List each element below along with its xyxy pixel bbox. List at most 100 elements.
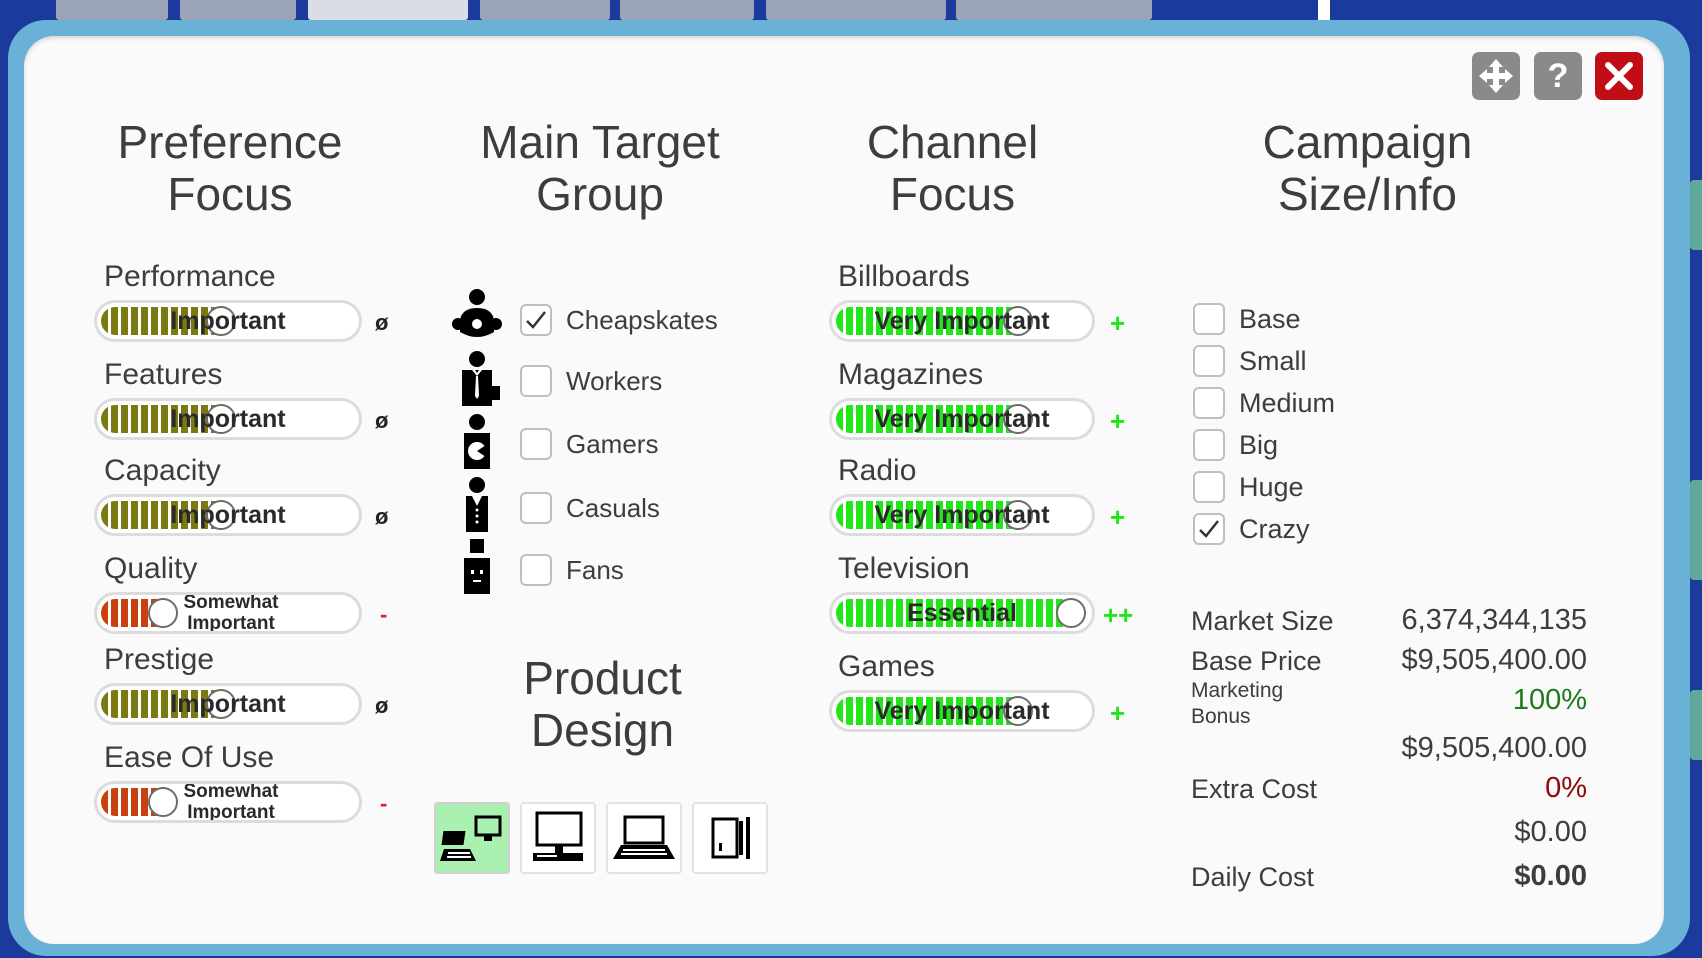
channel-television-slider-knob[interactable] [1056, 598, 1086, 628]
product-design-desktop-button[interactable] [520, 802, 596, 874]
extra-cost-value: $0.00 [1514, 816, 1587, 848]
size-base-label[interactable]: Base [1239, 304, 1301, 334]
background-tab [766, 0, 946, 20]
pref-prestige-slider-fill [101, 690, 220, 718]
pref-prestige-indicator: ø [375, 693, 389, 718]
target-casuals-label[interactable]: Casuals [566, 493, 660, 523]
move-button[interactable] [1472, 52, 1520, 100]
size-crazy-checkbox[interactable] [1193, 513, 1225, 545]
pref-capacity-indicator: ø [375, 504, 389, 529]
channel-billboards-slider-fill [836, 307, 1017, 335]
channel-billboards-slider-value: Very Important [874, 306, 1050, 335]
product-design-laptop-button[interactable] [606, 802, 682, 874]
size-big-label[interactable]: Big [1239, 430, 1279, 460]
desktop-computer-icon [533, 811, 583, 861]
channel-games-slider[interactable]: Very Important [829, 690, 1095, 732]
pref-ease-of-use-slider-value: Somewhat Important [183, 781, 279, 823]
channel-label-billboards: Billboards [838, 260, 970, 293]
channel-label-television: Television [838, 552, 970, 585]
bonus-total-value: $9,505,400.00 [1401, 732, 1587, 764]
size-medium-checkbox[interactable] [1193, 387, 1225, 419]
product-design-desktop-laptop-button[interactable] [434, 802, 510, 874]
marketing-bonus-value: 100% [1512, 684, 1587, 716]
checkmark-icon [1199, 520, 1219, 538]
pref-capacity-slider-knob[interactable] [206, 500, 236, 530]
pref-label-capacity: Capacity [104, 454, 221, 487]
pref-quality-slider[interactable]: Somewhat Important [94, 592, 362, 634]
move-arrows-icon [1479, 59, 1513, 93]
background-edge-panel [1690, 690, 1702, 760]
size-medium-label[interactable]: Medium [1239, 388, 1336, 418]
channel-television-slider-value: Essential [907, 598, 1017, 627]
help-button[interactable]: ? [1534, 52, 1582, 100]
size-huge-label[interactable]: Huge [1239, 472, 1304, 502]
pref-label-prestige: Prestige [104, 643, 215, 676]
market-size-label: Market Size [1191, 606, 1334, 636]
target-gamers-label[interactable]: Gamers [566, 429, 659, 459]
pref-features-indicator: ø [375, 408, 389, 433]
size-crazy-label[interactable]: Crazy [1239, 514, 1310, 544]
pref-quality-slider-value: Somewhat Important [183, 592, 279, 634]
gamer-person-icon [464, 414, 490, 469]
size-big-checkbox[interactable] [1193, 429, 1225, 461]
pref-performance-slider-fill [101, 307, 220, 335]
channel-radio-slider[interactable]: Very Important [829, 494, 1095, 536]
daily-cost-label: Daily Cost [1191, 862, 1315, 892]
base-price-value: $9,505,400.00 [1401, 644, 1587, 676]
pref-performance-slider-value: Important [170, 306, 286, 335]
desktop-and-laptop-icon [440, 815, 502, 861]
pref-prestige-slider-knob[interactable] [206, 689, 236, 719]
pref-prestige-slider[interactable]: Important [94, 683, 362, 725]
size-huge-checkbox[interactable] [1193, 471, 1225, 503]
campaign-size-info-heading: Campaign Size/Info [1262, 116, 1473, 220]
channel-magazines-slider[interactable]: Very Important [829, 398, 1095, 440]
pref-quality-indicator: - [380, 602, 388, 627]
product-design-tablet-button[interactable] [692, 802, 768, 874]
pref-quality-slider-knob[interactable] [148, 598, 178, 628]
background-tab [480, 0, 610, 20]
target-casuals-checkbox[interactable] [520, 492, 552, 524]
pref-features-slider-knob[interactable] [206, 404, 236, 434]
pref-label-performance: Performance [104, 260, 276, 293]
tablet-icon [711, 817, 750, 859]
base-price-label: Base Price [1191, 646, 1322, 676]
channel-games-slider-value: Very Important [874, 696, 1050, 725]
marketing-bonus-label: Marketing Bonus [1191, 679, 1284, 728]
target-fans-label[interactable]: Fans [566, 555, 624, 585]
target-gamers-checkbox[interactable] [520, 428, 552, 460]
size-base-checkbox[interactable] [1193, 303, 1225, 335]
channel-magazines-indicator: + [1110, 406, 1126, 436]
channel-television-slider[interactable]: Essential [829, 592, 1095, 634]
target-workers-checkbox[interactable] [520, 365, 552, 397]
channel-billboards-indicator: + [1110, 308, 1126, 338]
channel-television-indicator: ++ [1103, 600, 1134, 630]
channel-radio-slider-fill [836, 501, 1017, 529]
channel-television-slider-fill [836, 599, 1070, 627]
pref-label-quality: Quality [104, 552, 198, 585]
channel-billboards-slider[interactable]: Very Important [829, 300, 1095, 342]
target-workers-label[interactable]: Workers [566, 366, 663, 396]
target-fans-checkbox[interactable] [520, 554, 552, 586]
channel-billboards-slider-knob[interactable] [1003, 306, 1033, 336]
channel-games-slider-knob[interactable] [1003, 696, 1033, 726]
pref-performance-slider[interactable]: Important [94, 300, 362, 342]
pref-features-slider[interactable]: Important [94, 398, 362, 440]
laptop-icon [613, 815, 675, 859]
channel-radio-indicator: + [1110, 502, 1126, 532]
background-edge-panel [1690, 180, 1702, 250]
size-small-checkbox[interactable] [1193, 345, 1225, 377]
pref-capacity-slider[interactable]: Important [94, 494, 362, 536]
background-divider [1318, 0, 1330, 22]
pref-performance-slider-knob[interactable] [206, 306, 236, 336]
pref-label-ease-of-use: Ease Of Use [104, 741, 275, 774]
close-button[interactable] [1595, 52, 1643, 100]
background-edge-panel [1690, 480, 1702, 580]
channel-radio-slider-knob[interactable] [1003, 500, 1033, 530]
pref-ease-of-use-slider-knob[interactable] [148, 787, 178, 817]
target-cheapskates-label[interactable]: Cheapskates [566, 305, 718, 335]
pref-ease-of-use-slider[interactable]: Somewhat Important [94, 781, 362, 823]
pref-capacity-slider-fill [101, 501, 220, 529]
target-cheapskates-checkbox[interactable] [520, 304, 552, 336]
channel-magazines-slider-knob[interactable] [1003, 404, 1033, 434]
size-small-label[interactable]: Small [1239, 346, 1307, 376]
